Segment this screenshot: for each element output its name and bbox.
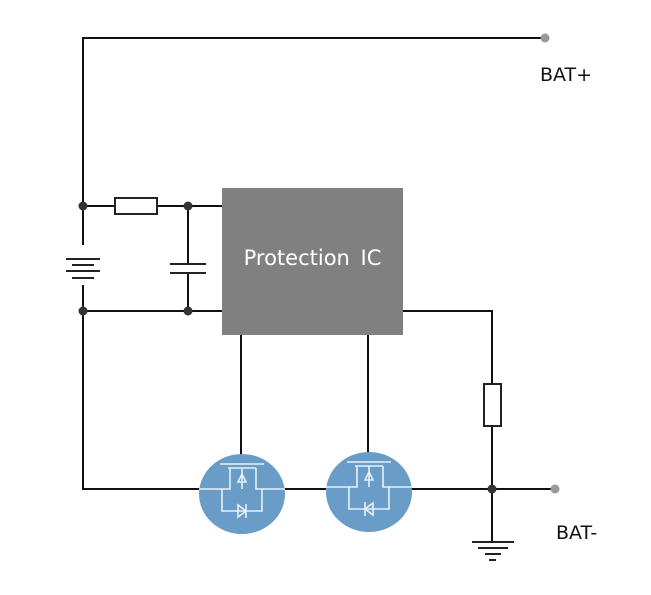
protection-ic	[222, 188, 403, 335]
bat-minus-terminal	[550, 484, 560, 494]
resistor-2	[483, 383, 502, 427]
capacitor-symbol	[170, 263, 206, 274]
mosfet-1	[199, 454, 285, 534]
mosfet-2	[326, 452, 412, 532]
junction-nodes	[78, 201, 497, 494]
bat-plus-label: BAT+	[540, 64, 593, 86]
bat-minus-label: BAT-	[556, 522, 598, 544]
ic-out-wire	[403, 310, 493, 384]
bat-plus-terminal	[540, 33, 550, 43]
resistor-1	[114, 197, 158, 215]
battery-symbol	[66, 245, 100, 285]
ground-icon	[472, 541, 514, 561]
ic-label: Protection IC	[243, 246, 382, 270]
